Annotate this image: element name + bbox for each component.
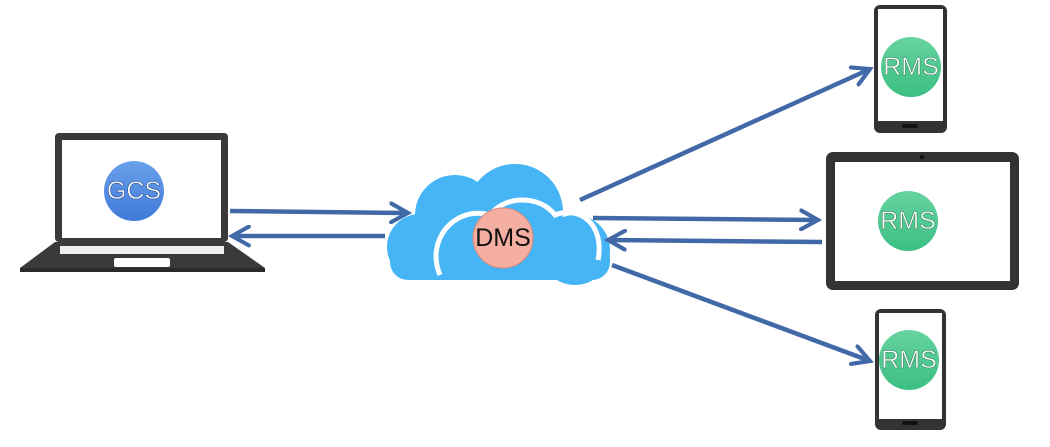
rms-label: RMS — [883, 53, 939, 81]
arrow-tablet-to-dms — [608, 240, 823, 242]
rms-node-phone-bottom: RMS — [879, 330, 939, 390]
arrow-dms-to-phone-top — [579, 69, 870, 203]
rms-node-tablet: RMS — [878, 191, 938, 251]
dms-label: DMS — [475, 224, 531, 252]
gcs-label: GCS — [107, 177, 161, 205]
arrow-dms-to-tablet — [592, 218, 818, 220]
arrow-gcs-to-dms — [229, 211, 408, 213]
arrow-dms-to-phone-bottom — [611, 262, 870, 361]
dms-node: DMS — [472, 207, 534, 269]
rms-label: RMS — [881, 346, 937, 374]
rms-node-phone-top: RMS — [881, 37, 941, 97]
rms-label: RMS — [880, 207, 936, 235]
gcs-node: GCS — [104, 161, 164, 221]
